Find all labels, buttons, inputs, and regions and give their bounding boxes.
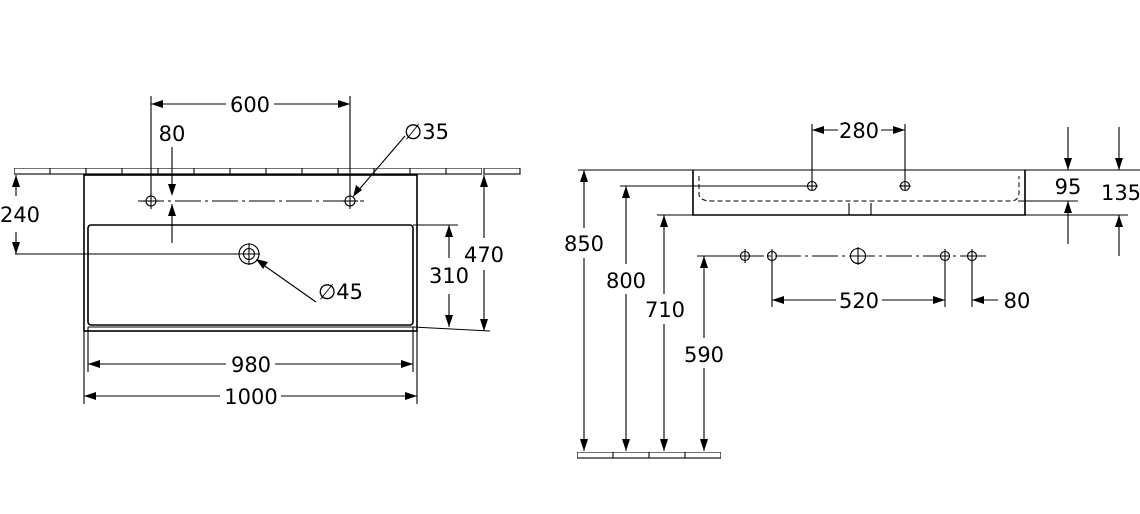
dim-600: 600 (150, 93, 351, 196)
dim-980: 980 (87, 327, 414, 377)
leader-d45: ∅45 (256, 259, 363, 304)
side-view: 280 95 135 850 (564, 119, 1140, 459)
dim-470: 470 (464, 175, 504, 331)
dim-label-800: 800 (606, 269, 646, 293)
dim-label-470: 470 (464, 243, 504, 267)
dim-135: 135 (1101, 127, 1140, 256)
dim-95: 95 (1055, 127, 1082, 244)
dim-850: 850 (564, 170, 604, 451)
dim-label-80-side: 80 (1004, 289, 1031, 313)
dim-310: 310 (413, 224, 469, 327)
dim-label-1000: 1000 (224, 385, 277, 409)
basin-profile (692, 170, 1026, 216)
dim-80-side: 80 (972, 289, 1030, 313)
waste-outlet (15, 243, 260, 265)
dim-label-135: 135 (1101, 181, 1140, 205)
plan-view: 600 80 ∅35 ∅45 240 (0, 93, 521, 409)
dim-710: 710 (645, 215, 685, 451)
dim-label-520: 520 (839, 289, 879, 313)
dim-520: 520 (771, 262, 973, 313)
wall-hatch (14, 168, 521, 175)
basin-outline (83, 174, 418, 332)
bracket-holes (738, 247, 986, 265)
dim-label-310: 310 (429, 264, 469, 288)
dim-label-850: 850 (564, 232, 604, 256)
floor-hatch (577, 452, 721, 459)
dim-1000: 1000 (83, 331, 418, 409)
leader-d35: ∅35 (353, 120, 449, 197)
dim-label-d35: ∅35 (404, 120, 449, 144)
dim-label-710: 710 (645, 298, 685, 322)
basin-bowl (87, 224, 414, 326)
dim-label-600: 600 (230, 93, 270, 117)
dim-280: 280 (811, 119, 906, 190)
dim-240: 240 (0, 175, 40, 254)
dim-590: 590 (684, 256, 724, 451)
dim-80-plan: 80 (159, 122, 186, 243)
dim-label-d45: ∅45 (318, 280, 363, 304)
dim-label-590: 590 (684, 343, 724, 367)
dim-label-80-plan: 80 (159, 122, 186, 146)
dim-label-95: 95 (1055, 175, 1082, 199)
dim-label-280: 280 (839, 119, 879, 143)
dim-label-980: 980 (231, 353, 271, 377)
dim-800: 800 (606, 186, 646, 451)
dim-label-240: 240 (0, 203, 40, 227)
